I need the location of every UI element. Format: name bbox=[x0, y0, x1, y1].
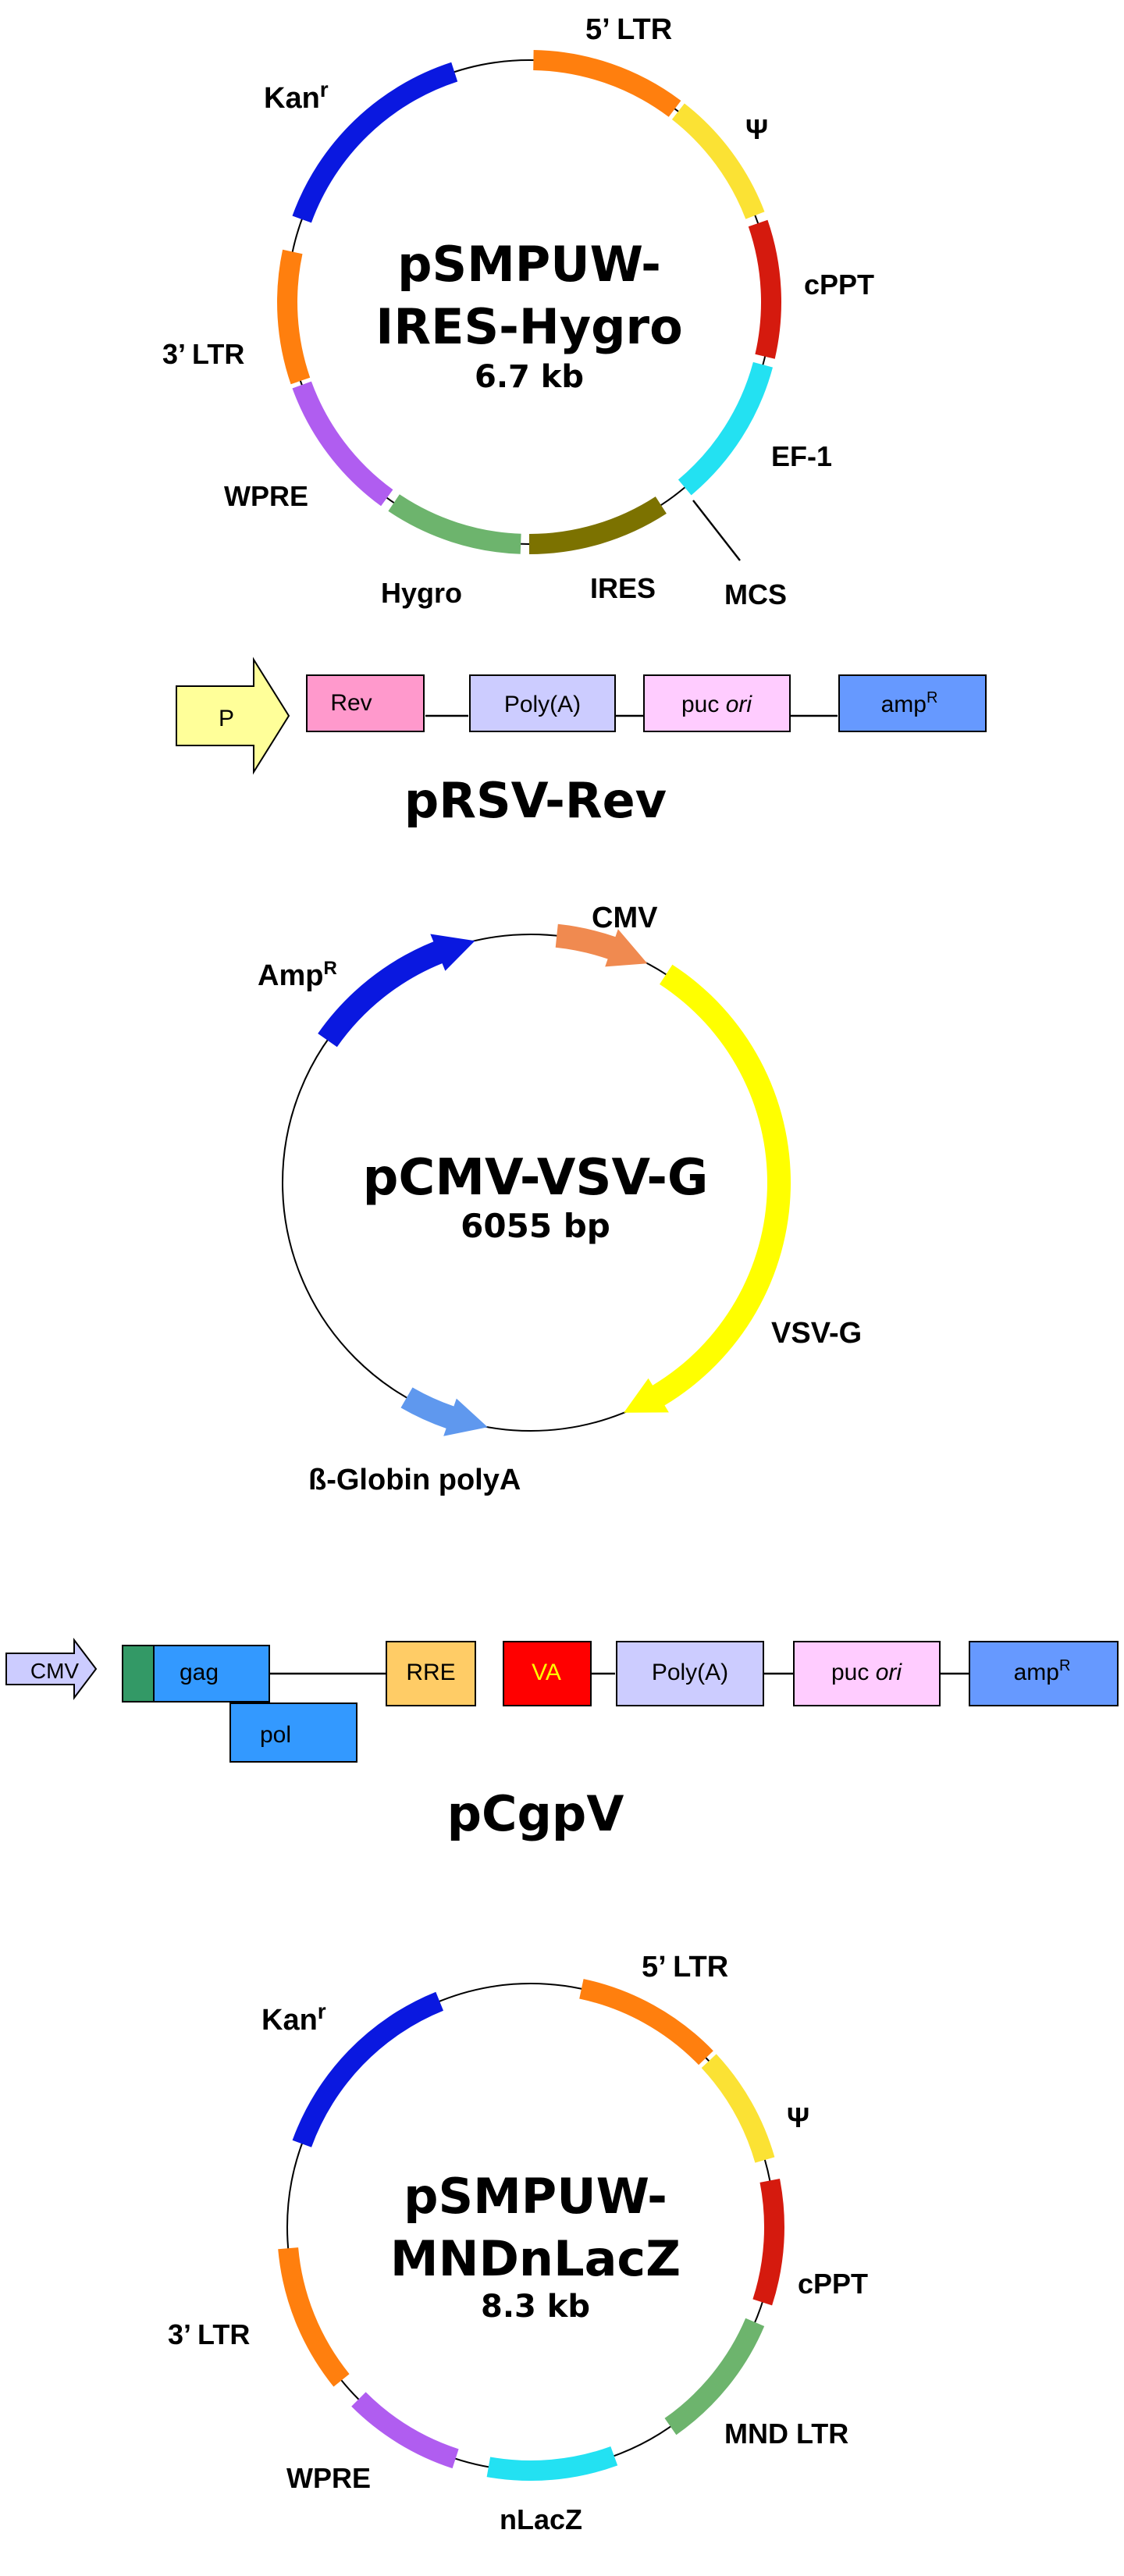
5ltr-arc bbox=[533, 50, 681, 117]
label-ef1: EF-1 bbox=[771, 440, 832, 472]
plasmid-map-pcmv-vsv-g: pCMV-VSV-G 6055 bp CMV VSV-G ß-Globin po… bbox=[258, 902, 862, 1496]
plasmid-size: 8.3 kb bbox=[481, 2289, 590, 2325]
polya-box bbox=[616, 1641, 764, 1706]
hygro-arc bbox=[388, 494, 521, 554]
label-kanr: Kanr bbox=[264, 77, 329, 115]
polya-box bbox=[469, 674, 616, 732]
kanr-arc bbox=[292, 1991, 443, 2147]
plasmid-name-line2: IRES-Hygro bbox=[375, 298, 682, 355]
feature-arcs bbox=[277, 50, 781, 554]
label-3ltr: 3’ LTR bbox=[162, 338, 244, 370]
label-5ltr: 5’ LTR bbox=[642, 1951, 728, 1984]
label-3ltr: 3’ LTR bbox=[168, 2318, 250, 2350]
puc-ori-box bbox=[643, 674, 791, 732]
wpre-arc bbox=[292, 381, 393, 507]
puc-ori-label: puc ori bbox=[681, 692, 752, 717]
rev-label: Rev bbox=[330, 690, 372, 716]
ef1-arc bbox=[678, 361, 773, 496]
label-wpre: WPRE bbox=[224, 480, 308, 512]
psi-arc bbox=[701, 2054, 775, 2163]
label-ampr: AmpR bbox=[258, 958, 337, 992]
plasmid-map-smpuw-mndnlacz: pSMPUW- MNDnLacZ 8.3 kb 5’ LTR Ψ cPPT MN… bbox=[168, 1951, 868, 2535]
amp-label: ampR bbox=[1014, 1657, 1071, 1685]
label-ires: IRES bbox=[590, 572, 656, 604]
label-psi: Ψ bbox=[787, 2101, 809, 2133]
label-hygro: Hygro bbox=[381, 577, 462, 609]
plasmid-map-prsv-rev: P Rev Poly(A) puc ori ampR pRSV-Rev bbox=[176, 656, 987, 829]
label-mcs: MCS bbox=[724, 578, 787, 610]
label-psi: Ψ bbox=[745, 113, 768, 145]
wpre-arc bbox=[351, 2392, 459, 2469]
pol-box bbox=[229, 1703, 357, 1763]
va-box bbox=[503, 1641, 592, 1706]
feature-arcs bbox=[278, 1979, 784, 2482]
amp-box bbox=[969, 1641, 1119, 1706]
plasmid-name: pRSV-Rev bbox=[404, 772, 667, 829]
label-nlacz: nLacZ bbox=[500, 2503, 582, 2535]
gag-box bbox=[153, 1645, 270, 1703]
plasmid-name-line2: MNDnLacZ bbox=[390, 2230, 681, 2287]
cmv-arc bbox=[555, 923, 648, 967]
va-label: VA bbox=[532, 1660, 561, 1685]
vsvg-arc bbox=[624, 964, 791, 1413]
puc-ori-box bbox=[793, 1641, 941, 1706]
plasmid-map-pcgpv: CMV gag pol RRE VA Poly(A) puc ori ampR … bbox=[5, 1638, 1119, 1842]
ampr-arc bbox=[318, 934, 475, 1048]
cmv-promoter-arrow bbox=[5, 1638, 98, 1700]
feature-arcs bbox=[318, 923, 791, 1436]
nlacz-arc bbox=[486, 2446, 618, 2482]
label-kanr: Kanr bbox=[261, 1999, 326, 2037]
plasmid-name: pCMV-VSV-G bbox=[363, 1149, 709, 1207]
label-globin-polya: ß-Globin polyA bbox=[308, 1464, 521, 1496]
amp-label: ampR bbox=[881, 689, 938, 717]
mcs-pointer bbox=[692, 500, 741, 561]
cmv-label: CMV bbox=[30, 1659, 80, 1683]
label-cppt: cPPT bbox=[804, 269, 874, 301]
plasmid-name-line1: pSMPUW- bbox=[397, 236, 661, 293]
rre-label: RRE bbox=[406, 1660, 455, 1685]
3ltr-arc bbox=[278, 2247, 350, 2387]
promoter-arrow bbox=[176, 656, 290, 775]
label-mnd-ltr: MND LTR bbox=[724, 2418, 848, 2450]
pol-label: pol bbox=[260, 1722, 291, 1748]
amp-box bbox=[838, 674, 987, 732]
ires-arc bbox=[529, 496, 667, 554]
label-cmv: CMV bbox=[592, 902, 658, 934]
label-5ltr: 5’ LTR bbox=[585, 13, 672, 46]
mnd-ltr-arc bbox=[664, 2318, 765, 2435]
plasmid-name-line1: pSMPUW- bbox=[404, 2168, 667, 2225]
psi-arc bbox=[671, 103, 765, 219]
label-wpre: WPRE bbox=[286, 2462, 371, 2494]
puc-ori-label: puc ori bbox=[831, 1660, 902, 1685]
label-cppt: cPPT bbox=[798, 2268, 868, 2300]
cppt-arc bbox=[748, 219, 781, 359]
cppt-arc bbox=[752, 2179, 784, 2306]
globin-polya-arc bbox=[400, 1387, 488, 1436]
polya-label: Poly(A) bbox=[652, 1660, 728, 1685]
kanr-arc bbox=[292, 62, 458, 223]
plasmid-map-smpuw-ires-hygro: pSMPUW- IRES-Hygro 6.7 kb 5’ LTR Ψ cPPT … bbox=[162, 13, 874, 610]
promoter-label: P bbox=[219, 706, 234, 731]
label-vsvg: VSV-G bbox=[771, 1317, 862, 1350]
polya-label: Poly(A) bbox=[504, 692, 581, 717]
rre-box bbox=[386, 1641, 476, 1706]
rev-box bbox=[306, 674, 425, 732]
3ltr-arc bbox=[277, 249, 311, 385]
gag-leader-box bbox=[122, 1645, 155, 1703]
gag-label: gag bbox=[180, 1660, 219, 1685]
plasmid-size: 6.7 kb bbox=[475, 359, 584, 395]
plasmid-size: 6055 bp bbox=[461, 1207, 610, 1245]
5ltr-arc bbox=[579, 1979, 713, 2065]
plasmid-name: pCgpV bbox=[447, 1785, 624, 1842]
